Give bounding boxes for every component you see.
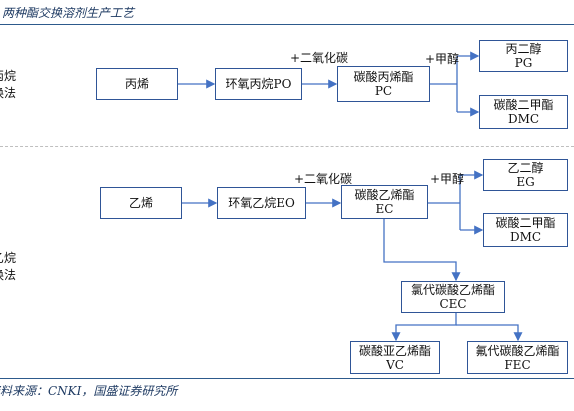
node-cec-label-2: CEC — [439, 297, 467, 311]
node-propylene: 丙烯 — [96, 68, 178, 100]
section2-side-label-line1: 环氧乙烷 — [0, 251, 16, 265]
node-pg-label-2: PG — [514, 56, 533, 70]
arrow-cec-to-vc — [391, 313, 457, 342]
node-fec: 氟代碳酸乙烯酯 FEC — [467, 341, 568, 374]
node-pc: 碳酸丙烯酯 PC — [337, 66, 430, 102]
source-footer: 资料来源：CNKI，国盛证券研究所 — [0, 384, 178, 398]
label-methanol-2: +甲醇 — [430, 172, 465, 186]
node-dmc-2: 碳酸二甲酯 DMC — [483, 213, 568, 247]
node-eg-label-1: 乙二醇 — [507, 161, 544, 175]
node-fec-label-2: FEC — [504, 357, 531, 372]
node-cec: 氯代碳酸乙烯酯 CEC — [401, 281, 505, 313]
section-divider — [0, 146, 574, 147]
node-dmc-1: 碳酸二甲酯 DMC — [479, 95, 568, 129]
node-eg-label-2: EG — [516, 175, 535, 189]
arrow-cec-to-fec — [456, 324, 523, 342]
node-dmc-2-label-1: 碳酸二甲酯 — [495, 216, 556, 230]
label-co2-2: +二氧化碳 — [294, 172, 353, 186]
node-po-label: 环氧丙烷PO — [225, 77, 292, 91]
node-vc: 碳酸亚乙烯酯 VC — [350, 341, 440, 374]
section1-side-label-line2: 酯交换法 — [0, 86, 16, 100]
section2-side-label-line2: 酯交换法 — [0, 268, 16, 282]
node-pg-label-1: 丙二醇 — [505, 42, 542, 56]
node-eo: 环氧乙烷EO — [217, 187, 306, 219]
node-eo-label: 环氧乙烷EO — [228, 196, 295, 210]
node-eg: 乙二醇 EG — [483, 159, 568, 191]
figure-title: 两种酯交换溶剂生产工艺 — [2, 6, 135, 20]
node-po: 环氧丙烷PO — [215, 68, 302, 100]
node-ethylene-label: 乙烯 — [128, 196, 153, 210]
node-fec-label-1: 氟代碳酸乙烯酯 — [475, 343, 560, 358]
node-pg: 丙二醇 PG — [479, 40, 568, 72]
node-propylene-label: 丙烯 — [124, 77, 149, 91]
section2-side-label: 环氧乙烷 酯交换法 — [0, 250, 16, 284]
label-co2-1: +二氧化碳 — [290, 51, 349, 65]
arrow-ec-to-cec — [383, 218, 461, 282]
node-ec-label-2: EC — [375, 202, 394, 216]
node-ec-label-1: 碳酸乙烯酯 — [354, 188, 415, 202]
bottom-rule — [0, 378, 574, 379]
node-dmc-2-label-2: DMC — [509, 230, 542, 244]
section1-side-label: 环氧丙烷 酯交换法 — [0, 68, 16, 102]
node-ethylene: 乙烯 — [100, 187, 182, 219]
node-dmc-1-label-1: 碳酸二甲酯 — [493, 98, 554, 112]
section1-side-label-line1: 环氧丙烷 — [0, 69, 16, 83]
node-vc-label-1: 碳酸亚乙烯酯 — [358, 343, 431, 358]
top-rule — [0, 24, 574, 25]
node-dmc-1-label-2: DMC — [507, 112, 540, 126]
node-pc-label-1: 碳酸丙烯酯 — [353, 70, 414, 84]
label-methanol-1: +甲醇 — [425, 52, 460, 66]
node-pc-label-2: PC — [374, 84, 393, 98]
node-cec-label-1: 氯代碳酸乙烯酯 — [410, 283, 495, 297]
node-vc-label-2: VC — [386, 357, 404, 372]
node-ec: 碳酸乙烯酯 EC — [341, 185, 428, 219]
